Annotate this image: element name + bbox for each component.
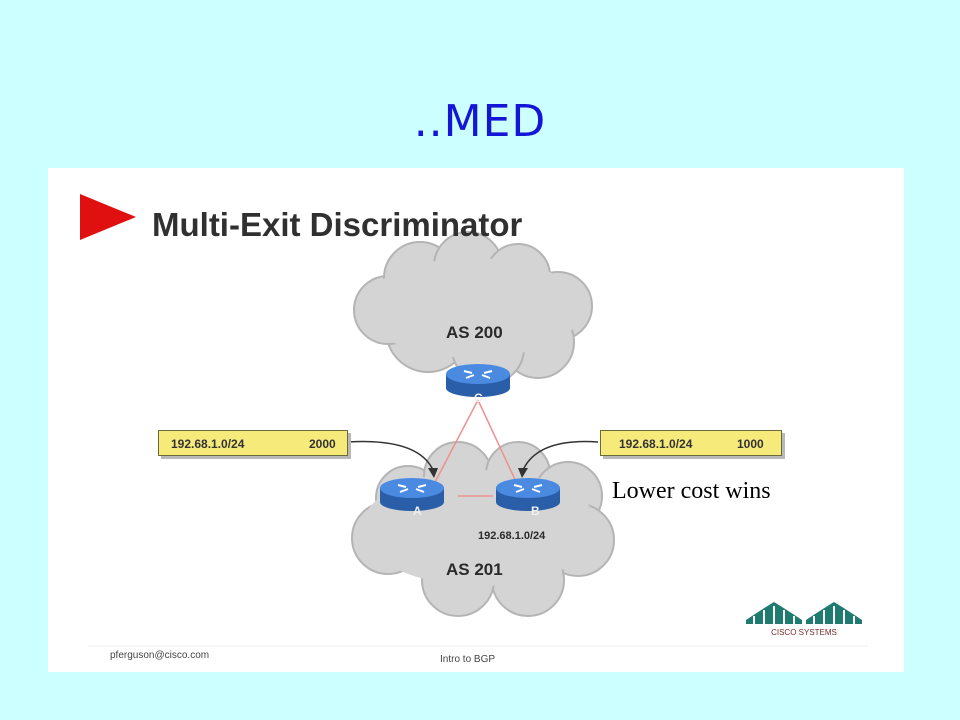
router-a-icon bbox=[380, 478, 444, 511]
med-box-left: 192.68.1.0/24 2000 bbox=[158, 430, 348, 456]
lower-cost-note: Lower cost wins bbox=[612, 478, 771, 504]
med-left-prefix: 192.68.1.0/24 bbox=[171, 437, 245, 451]
cisco-logo: CISCO SYSTEMS bbox=[744, 600, 864, 638]
arrowhead-right-icon bbox=[518, 468, 528, 478]
footer-email: pferguson@cisco.com bbox=[110, 650, 210, 661]
router-c-icon bbox=[446, 364, 510, 397]
arrowhead-left-icon bbox=[428, 468, 438, 478]
bgp-diagram-panel: Multi-Exit Discriminator AS 200 AS 201 C… bbox=[48, 168, 904, 672]
diagram-graphics bbox=[80, 194, 868, 647]
router-a-label: A bbox=[413, 504, 422, 518]
logo-text: CISCO SYSTEMS bbox=[771, 628, 837, 637]
slide-title: ..MED bbox=[413, 96, 547, 147]
diagram-heading: Multi-Exit Discriminator bbox=[152, 206, 523, 243]
as200-label: AS 200 bbox=[446, 323, 503, 342]
med-right-prefix: 192.68.1.0/24 bbox=[619, 437, 693, 451]
red-arrow-icon bbox=[80, 194, 136, 240]
med-right-metric: 1000 bbox=[737, 437, 764, 451]
as201-label: AS 201 bbox=[446, 560, 503, 579]
footer-title: Intro to BGP bbox=[440, 654, 496, 665]
med-left-metric: 2000 bbox=[309, 437, 336, 451]
med-box-right: 192.68.1.0/24 1000 bbox=[600, 430, 782, 456]
subnet-label: 192.68.1.0/24 bbox=[478, 530, 546, 542]
links bbox=[432, 399, 519, 497]
router-b-icon bbox=[496, 478, 560, 511]
med-arrows bbox=[347, 440, 599, 471]
router-c-label: C bbox=[474, 391, 483, 405]
router-b-label: B bbox=[531, 504, 540, 518]
